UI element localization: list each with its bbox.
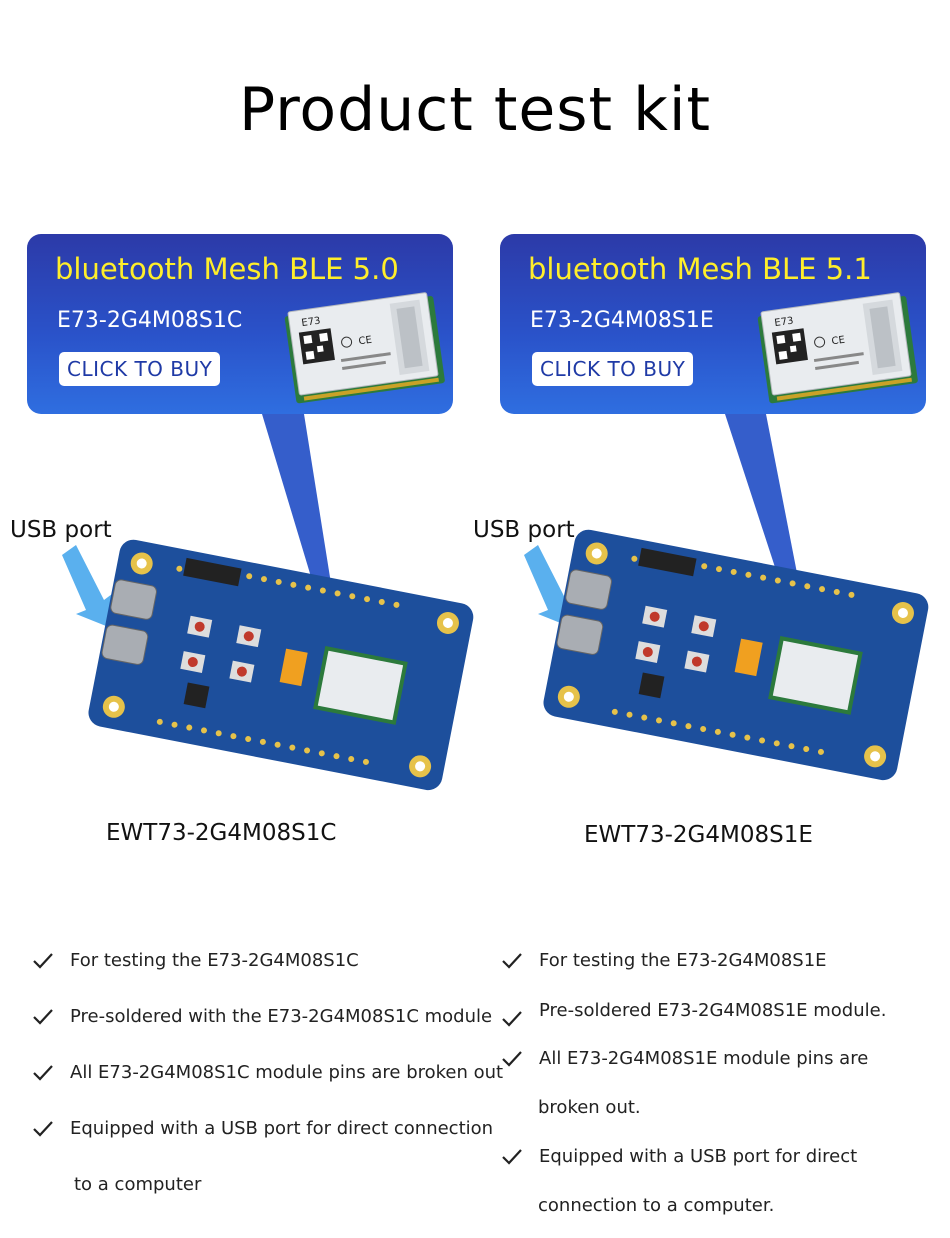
banner-model: E73-2G4M08S1C (57, 308, 243, 333)
feature-item: All E73-2G4M08S1C module pins are broken… (32, 1062, 503, 1083)
checkmark-icon (502, 1011, 522, 1027)
module-chip-image: E73 CE (757, 292, 918, 404)
module-chip-image: E73 CE (284, 292, 445, 404)
feature-text: Equipped with a USB port for direct (539, 1146, 858, 1167)
feature-continuation: to a computer (74, 1174, 202, 1195)
feature-item: Equipped with a USB port for direct conn… (32, 1118, 493, 1139)
feature-item: All E73-2G4M08S1E module pins are (501, 1048, 868, 1069)
checkmark-icon (502, 1051, 522, 1067)
feature-continuation: connection to a computer. (538, 1195, 775, 1216)
feature-text: All E73-2G4M08S1C module pins are broken… (70, 1062, 504, 1083)
svg-text:E73: E73 (774, 316, 794, 330)
test-board-image (543, 529, 929, 781)
feature-item: Equipped with a USB port for direct (501, 1146, 857, 1167)
click-to-buy-button[interactable]: CLICK TO BUY (59, 352, 221, 386)
page-title: Product test kit (238, 75, 712, 145)
banner-model: E73-2G4M08S1E (530, 308, 714, 333)
feature-text: All E73-2G4M08S1E module pins are (539, 1048, 869, 1069)
feature-text: Pre-soldered with the E73-2G4M08S1C modu… (70, 1006, 493, 1027)
feature-item: Pre-soldered with the E73-2G4M08S1C modu… (32, 1006, 492, 1027)
board-model-name: EWT73-2G4M08S1E (584, 822, 813, 848)
click-to-buy-button[interactable]: CLICK TO BUY (532, 352, 694, 386)
svg-text:CE: CE (831, 335, 846, 348)
svg-text:CE: CE (358, 335, 373, 348)
usb-port-label: USB port (473, 517, 575, 543)
banner-title: bluetooth Mesh BLE 5.0 (55, 252, 399, 286)
feature-continuation: broken out. (538, 1097, 641, 1118)
feature-item: For testing the E73-2G4M08S1C (32, 950, 359, 971)
feature-text: Pre-soldered E73-2G4M08S1E module. (539, 1000, 887, 1021)
usb-port-label: USB port (10, 517, 112, 543)
feature-text: For testing the E73-2G4M08S1E (539, 950, 827, 971)
product-banner-right[interactable]: bluetooth Mesh BLE 5.1 E73-2G4M08S1E CLI… (500, 234, 926, 414)
feature-text: Equipped with a USB port for direct conn… (70, 1118, 494, 1139)
checkmark-icon (502, 1149, 522, 1165)
test-board-image (88, 539, 474, 791)
banner-title: bluetooth Mesh BLE 5.1 (528, 252, 872, 286)
checkmark-icon (33, 1121, 53, 1137)
board-model-name: EWT73-2G4M08S1C (106, 820, 337, 846)
feature-item: Pre-soldered E73-2G4M08S1E module. (501, 1000, 887, 1027)
checkmark-icon (33, 1009, 53, 1025)
feature-text: For testing the E73-2G4M08S1C (70, 950, 359, 971)
checkmark-icon (33, 1065, 53, 1081)
checkmark-icon (33, 953, 53, 969)
svg-text:E73: E73 (301, 316, 321, 330)
product-banner-left[interactable]: bluetooth Mesh BLE 5.0 E73-2G4M08S1C CLI… (27, 234, 453, 414)
checkmark-icon (502, 953, 522, 969)
feature-item: For testing the E73-2G4M08S1E (501, 950, 827, 971)
